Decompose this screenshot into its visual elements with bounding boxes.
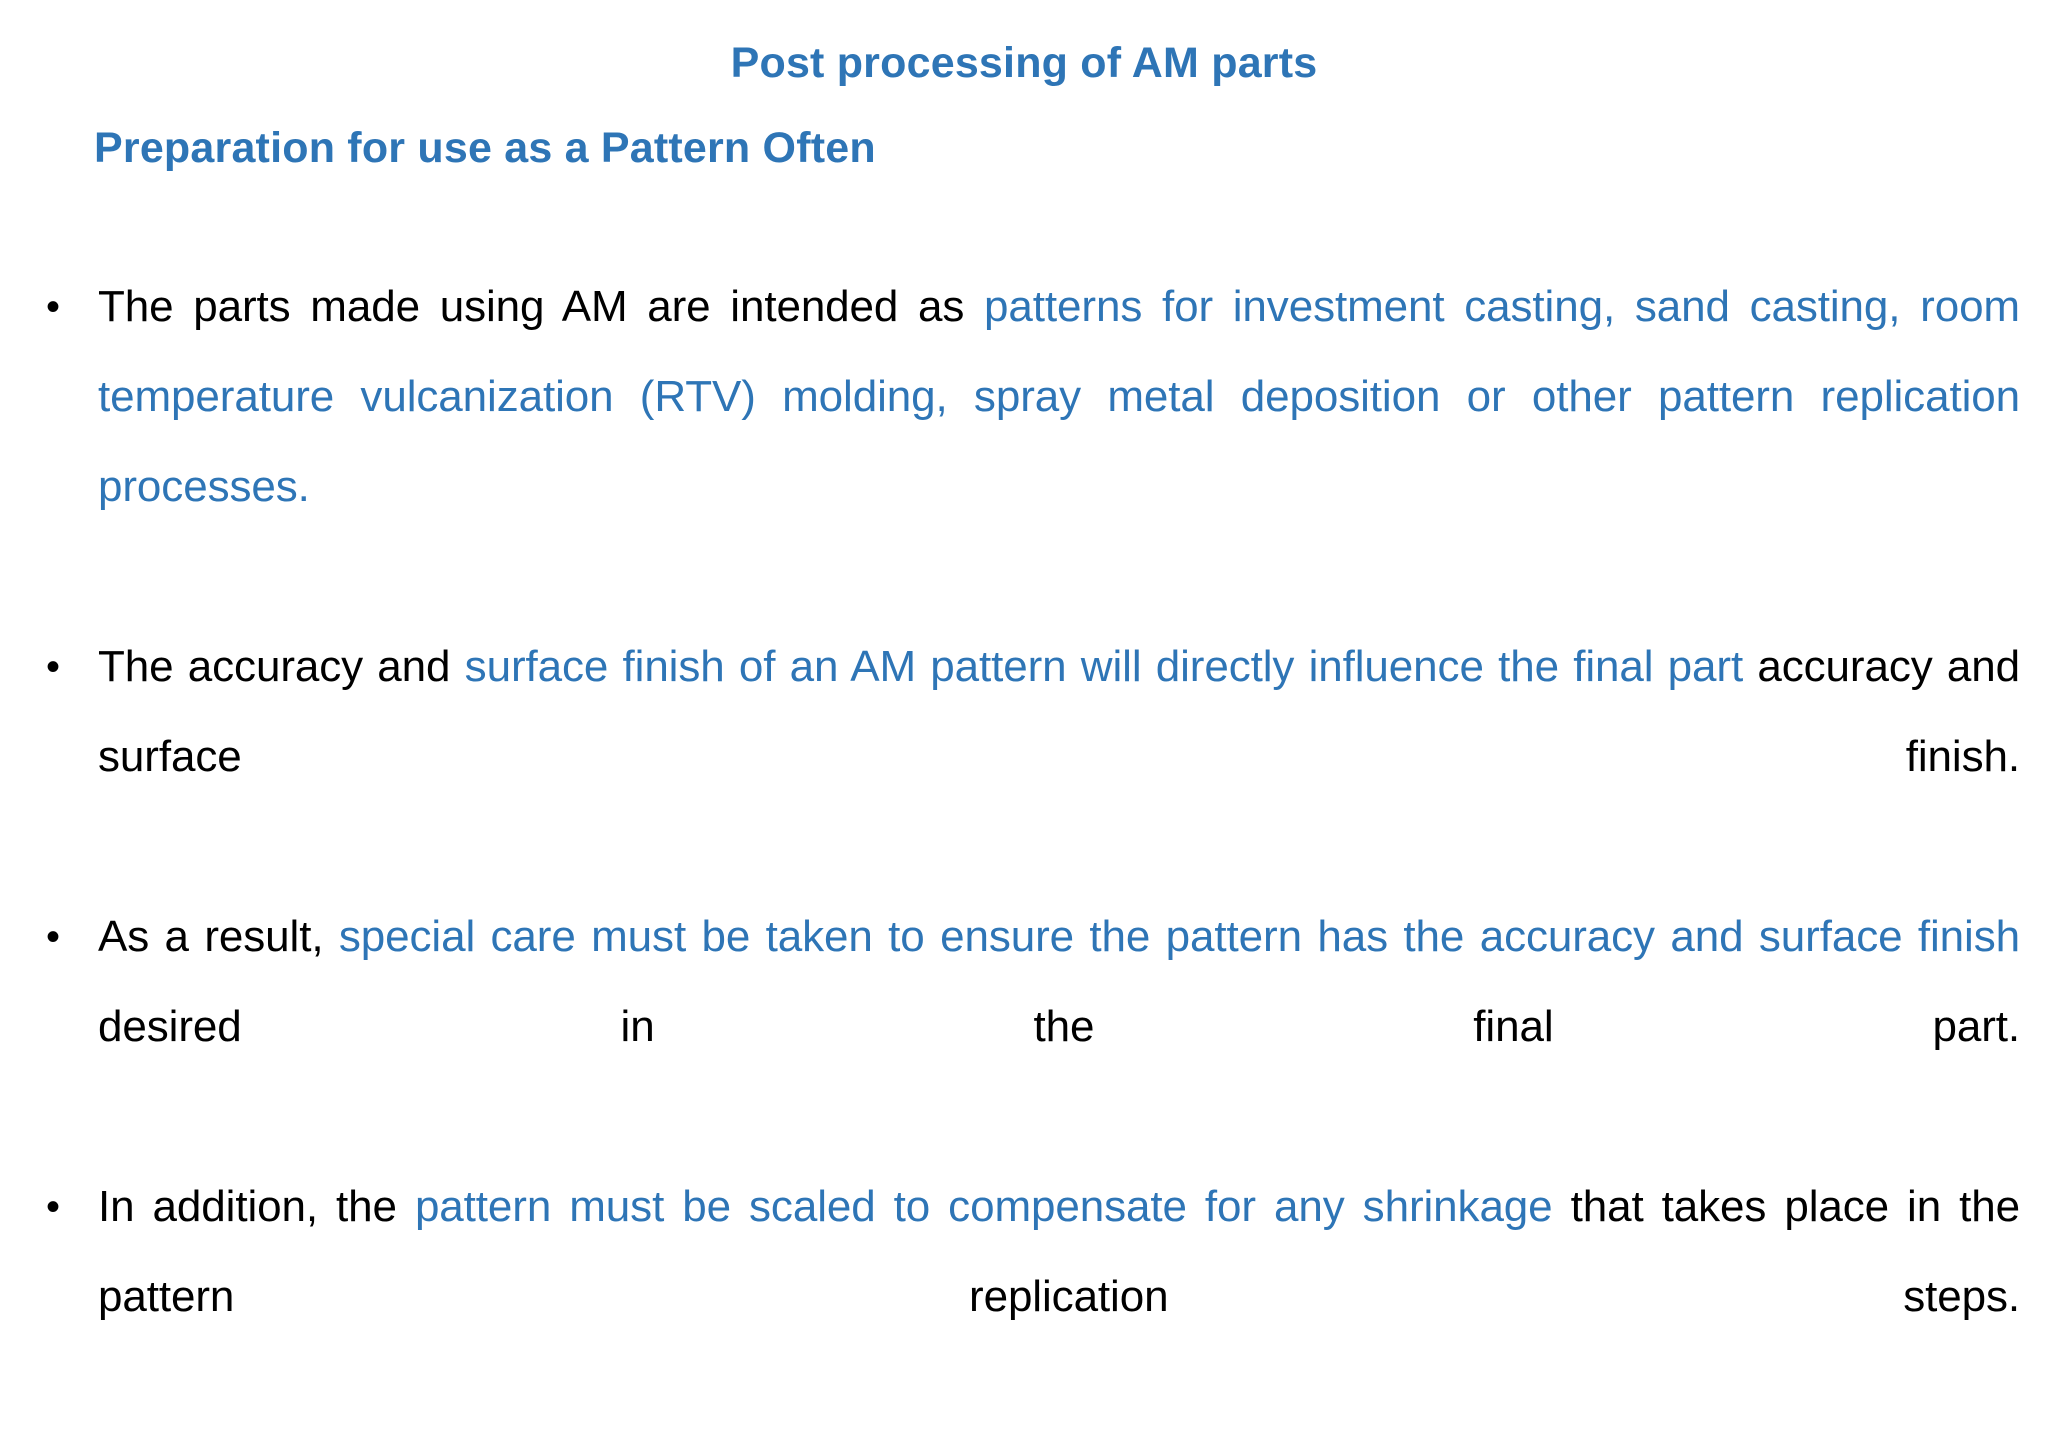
bullet-1-text: The parts made using AM are intended as … [98,262,2020,622]
bullet-marker-icon: • [46,915,61,959]
bullet-marker-icon: • [46,645,61,689]
list-item: • In addition, the pattern must be scale… [30,1162,2020,1432]
slide-subtitle: Preparation for use as a Pattern Often [94,124,876,172]
bullet-list: • The parts made using AM are intended a… [30,262,2020,1432]
bullet-4-segment-2: pattern must be scaled to compensate for… [414,1182,1553,1231]
bullet-1-segment-1: The parts made using AM are intended as [98,282,985,331]
list-item: • As a result, special care must be take… [30,892,2020,1162]
slide-canvas: Post processing of AM parts Preparation … [46,39,2021,1321]
bullet-1-segment-2: patterns for investment casting, sand ca… [98,282,2020,511]
bullet-3-segment-1: As a result, [98,912,339,961]
list-item: • The accuracy and surface finish of an … [30,622,2020,892]
bullet-3-segment-3: desired in the final part. [98,1002,2020,1051]
bullet-2-segment-1: The accuracy and [98,642,465,691]
bullet-3-text: As a result, special care must be taken … [98,892,2020,1162]
bullet-2-segment-3: accuracy and surface finish. [98,642,2020,781]
bullet-2-segment-2: surface finish of an AM pattern will dir… [464,642,1744,691]
bullet-4-segment-1: In addition, the [98,1182,415,1231]
bullet-4-text: In addition, the pattern must be scaled … [98,1162,2020,1432]
bullet-marker-icon: • [46,1185,61,1229]
list-item: • The parts made using AM are intended a… [30,262,2020,622]
bullet-2-text: The accuracy and surface finish of an AM… [98,622,2020,892]
bullet-marker-icon: • [46,285,61,329]
page-title: Post processing of AM parts [730,39,1318,87]
bullet-3-segment-2: special care must be taken to ensure the… [338,912,2020,961]
